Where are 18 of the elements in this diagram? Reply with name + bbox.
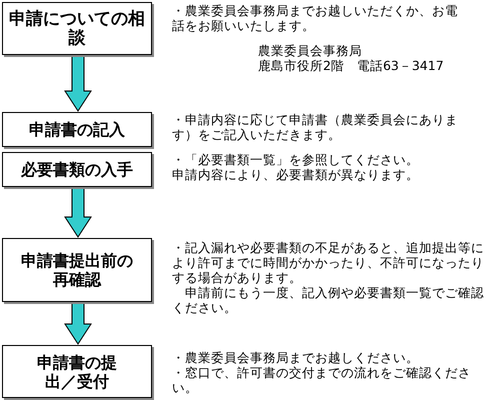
process-box: 申請書の記入: [2, 112, 152, 147]
note-text: ・農業委員会事務局までお越しいただくか、お電話をお願いいたします。: [172, 3, 459, 33]
note-text: ・窓口で、許可書の交付までの流れをご確認ください。: [172, 365, 472, 395]
process-box: 申請書提出前の再確認: [2, 238, 152, 302]
note-text: ・農業委員会事務局までお越しください。: [172, 350, 420, 365]
arrow: [64, 54, 92, 112]
arrow: [64, 186, 92, 238]
arrow: [64, 302, 92, 345]
process-box: 申請についての相談: [2, 2, 152, 55]
note-text: 鹿島市役所2階 電話63－3417: [258, 58, 445, 73]
note-text: ・申請内容に応じて申請書（農業委員会にあります）をご記入いただきます。: [172, 112, 459, 142]
note-text: 申請前にもう一度、記入例や必要書類一覧でご確認ください。: [172, 285, 484, 315]
note-text: ・「必要書類一覧」を参照してください。: [172, 152, 420, 167]
note-text: 農業委員会事務局: [258, 43, 363, 58]
process-box: 必要書類の入手: [2, 152, 152, 187]
process-box: 申請書の提出／受付: [2, 345, 152, 398]
note-text: 申請内容により、必要書類が異なります。: [172, 167, 420, 182]
note-text: ・記入漏れや必要書類の不足があると、追加提出等により許可までに時間がかかったり、不許可になったりする場合があります。: [172, 240, 484, 285]
